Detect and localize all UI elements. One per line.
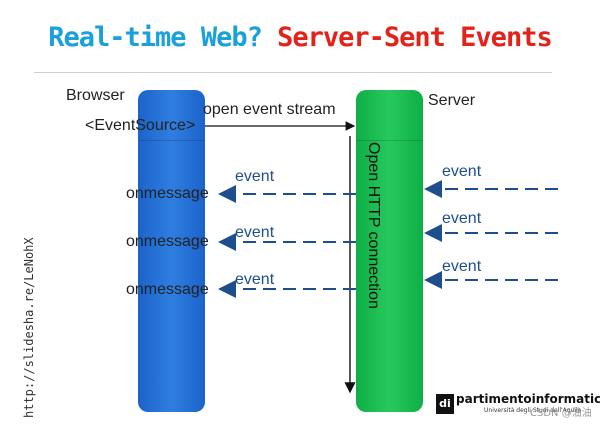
source-url: http://slidesha.re/LeNohX [22, 237, 36, 418]
browser-label: Browser [66, 87, 125, 104]
onmessage-label-3: onmessage [126, 281, 209, 298]
onmessage-label-1: onmessage [126, 185, 209, 202]
browser-bar [138, 90, 205, 412]
event-label-left-1: event [235, 168, 275, 185]
logo-subtitle: Università degli Studi dell'Aquila [484, 407, 582, 414]
title-part-1: Real-time Web? [48, 22, 263, 53]
title-divider [34, 72, 552, 73]
title-part-2: Server-Sent Events [277, 22, 553, 53]
logo-mark: di [436, 394, 454, 414]
onmessage-label-2: onmessage [126, 233, 209, 250]
event-label-right-3: event [442, 258, 482, 275]
event-label-left-3: event [235, 271, 275, 288]
event-label-right-2: event [442, 210, 482, 227]
slide-title: Real-time Web? Server-Sent Events [0, 22, 600, 53]
event-label-right-1: event [442, 163, 482, 180]
event-label-left-2: event [235, 224, 275, 241]
department-logo: di partimentoinformatica Università degl… [436, 392, 600, 420]
server-label: Server [428, 92, 476, 109]
server-bar [356, 90, 423, 412]
eventsource-label: <EventSource> [85, 117, 196, 134]
logo-name: partimentoinformatica [456, 392, 600, 406]
open-stream-label: open event stream [203, 101, 336, 118]
watermark: CSDN @油油 [530, 408, 592, 419]
